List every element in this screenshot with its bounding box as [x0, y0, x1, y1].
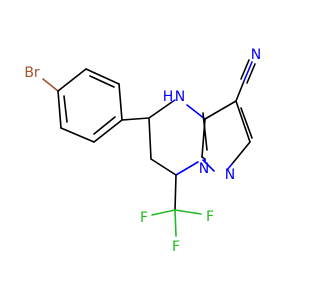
nitrile-triple-1 — [240, 59, 250, 80]
ring-double-inner-3 — [63, 95, 68, 123]
bromine-atom-label: Br — [24, 65, 40, 81]
br-c-bond — [42, 78, 59, 92]
nitrile-stem-black — [235, 80, 245, 102]
nh-nitrogen-label: N — [175, 89, 185, 105]
c3a-c3-bond — [204, 100, 237, 120]
ring-bond-4 — [93, 119, 123, 143]
ring-bond-5 — [60, 127, 95, 143]
ring-double-inner-2 — [93, 116, 116, 135]
c3-c2-bond — [235, 100, 251, 143]
c5-n4-bond-n — [171, 99, 176, 103]
bromophenyl-group — [42, 68, 150, 143]
ring-bond-6 — [57, 90, 62, 129]
ring-bond-1 — [57, 68, 87, 92]
ring-bond-2 — [85, 68, 120, 85]
ring-double-inner-1 — [89, 75, 115, 88]
n1-n7a-bond — [202, 159, 215, 172]
ring-bond-3 — [118, 83, 123, 121]
pyrazolopyrimidine-core — [148, 99, 253, 176]
chemical-structure-diagram: Br N H N N N F F F — [24, 47, 261, 255]
c2-n1-bond-black — [231, 141, 251, 165]
fluorine-bottom-label: F — [172, 239, 180, 255]
aryl-link-bond — [121, 117, 150, 121]
inner-double-bond — [202, 112, 208, 151]
nitrile-group — [235, 59, 256, 102]
nitrile-triple-2 — [246, 63, 256, 84]
cf3-f-bottom-bond — [174, 209, 177, 237]
atom-labels: Br N H N N N F F F — [24, 47, 261, 255]
c6-c5-bond — [148, 117, 152, 160]
trifluoromethyl-group — [151, 174, 202, 237]
c7-cf3-bond — [174, 174, 177, 211]
n4-c3a-bond-n — [186, 104, 206, 120]
molecule-svg: Br N H N N N F F F — [24, 47, 261, 255]
ring-nitrogen-label: N — [199, 161, 209, 177]
nh-hydrogen-label: H — [163, 89, 174, 105]
pyrazole-nitrogen-label: N — [225, 167, 235, 183]
nitrile-stem-blue — [243, 61, 253, 82]
nitrile-nitrogen-label: N — [251, 47, 261, 63]
c2-n1-bond-blue — [226, 163, 233, 171]
cf3-f-right-bond — [174, 209, 202, 215]
c7-c6-bond — [150, 158, 177, 176]
cf3-f-left-bond — [151, 209, 176, 216]
n-bridge-c7-bond — [175, 161, 199, 176]
c3-c2-double-bond — [240, 107, 253, 139]
fluorine-left-label: F — [140, 210, 148, 226]
c5-n4-bond-left — [148, 101, 173, 119]
fluorine-right-label: F — [206, 209, 214, 225]
